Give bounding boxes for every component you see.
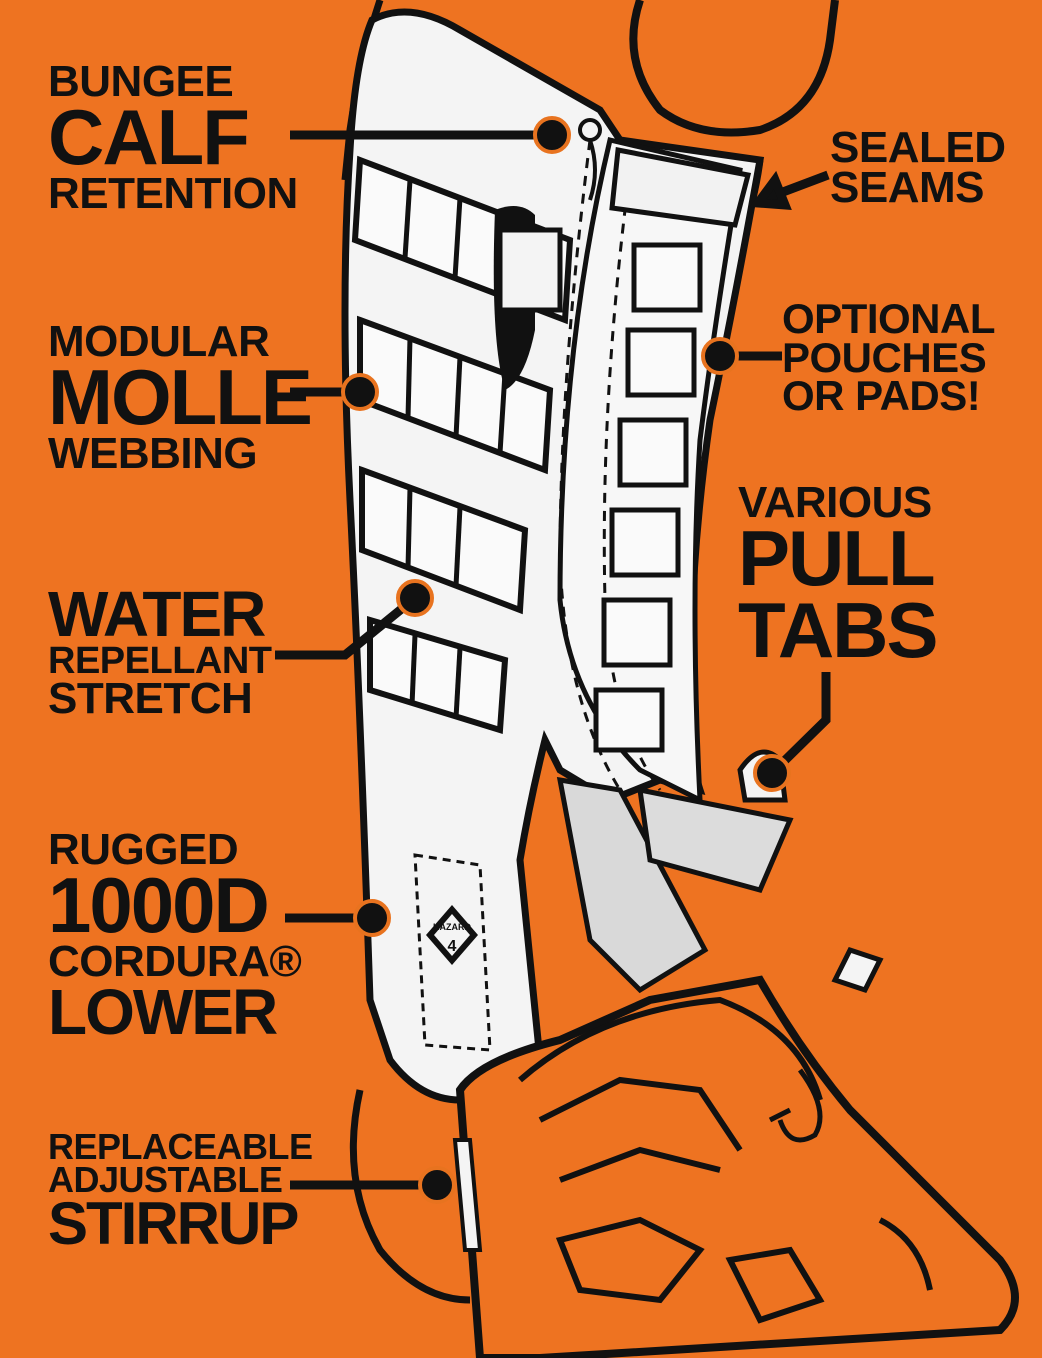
callout-water: WATER REPELLANT STRETCH (48, 578, 272, 723)
callout-pouches-line3: OR PADS! (782, 372, 981, 420)
hazard-logo: HAZARD 4 (426, 905, 478, 965)
callout-molle: MODULAR MOLLE WEBBING (48, 317, 313, 479)
side-loop (631, 242, 703, 313)
knife-strap (497, 227, 563, 313)
bungee-toggle (578, 118, 602, 142)
lace-hook (777, 1068, 823, 1143)
side-loop (593, 687, 665, 753)
knee-outline (629, 0, 839, 137)
logo-text-2: 4 (448, 938, 457, 955)
leader-water (275, 594, 418, 660)
callout-pouches-line1: OPTIONAL (782, 295, 996, 342)
callout-cordura-line1: RUGGED (48, 825, 239, 874)
callout-pull-line1: VARIOUS (738, 478, 932, 527)
callout-bungee-line3: RETENTION (48, 169, 298, 219)
callout-pouches-line2: POUCHES (782, 333, 987, 381)
callout-cordura-line3: CORDURA® (48, 937, 302, 987)
callout-pull-line2: PULL (738, 514, 936, 603)
arrowhead-sealed (749, 170, 792, 211)
callout-stirrup-line1: REPLACEABLE (48, 1126, 313, 1167)
callout-sealed-line1: SEALED (830, 123, 1006, 172)
callout-molle-line1: MODULAR (48, 317, 270, 366)
pull-tab-2 (831, 946, 884, 994)
molle-row (367, 615, 509, 734)
side-molle-loops (593, 242, 703, 753)
leader-lines (275, 116, 831, 1204)
side-loop (601, 597, 673, 668)
callout-bungee-line2: CALF (48, 93, 250, 182)
zipper-seam (558, 139, 622, 791)
callout-cordura-line2: 1000D (48, 861, 270, 950)
callout-sealed: SEALED SEAMS (830, 123, 1006, 213)
callout-cordura-line4: LOWER (48, 975, 278, 1048)
bungee-cord (588, 139, 597, 201)
callout-pouches: OPTIONAL POUCHES OR PADS! (782, 295, 996, 420)
callout-molle-line2: MOLLE (48, 353, 313, 442)
callout-water-line3: STRETCH (48, 673, 253, 723)
side-loop (609, 507, 681, 578)
logo-text-1: HAZARD (433, 922, 471, 932)
callout-stirrup: REPLACEABLE ADJUSTABLE STIRRUP (48, 1126, 313, 1258)
velcro-flap-2 (637, 786, 794, 893)
callout-sealed-line2: SEAMS (830, 163, 984, 213)
callout-molle-line3: WEBBING (48, 429, 258, 479)
callout-pull-line3: TABS (738, 586, 939, 675)
cordura-panel (413, 853, 492, 1052)
stirrup-strap (452, 1138, 483, 1252)
side-loop (625, 327, 697, 398)
boot (455, 975, 1019, 1358)
callout-water-line2: REPELLANT (48, 639, 272, 682)
top-strap (609, 147, 752, 228)
callout-stirrup-line2: ADJUSTABLE (48, 1159, 283, 1201)
callout-pull: VARIOUS PULL TABS (738, 478, 939, 675)
leader-pull (768, 672, 831, 777)
callout-bungee: BUNGEE CALF RETENTION (48, 57, 298, 219)
callout-water-line1: WATER (48, 578, 266, 650)
side-loop (617, 417, 689, 488)
callout-stirrup-line3: STIRRUP (48, 1190, 299, 1258)
molle-dividers (402, 179, 513, 719)
heel-outline (349, 1089, 471, 1304)
boot-laces (518, 996, 823, 1101)
callout-bungee-line1: BUNGEE (48, 57, 234, 106)
molle-row (359, 465, 529, 615)
velcro-flap (556, 776, 709, 994)
callout-cordura: RUGGED 1000D CORDURA® LOWER (48, 825, 302, 1048)
